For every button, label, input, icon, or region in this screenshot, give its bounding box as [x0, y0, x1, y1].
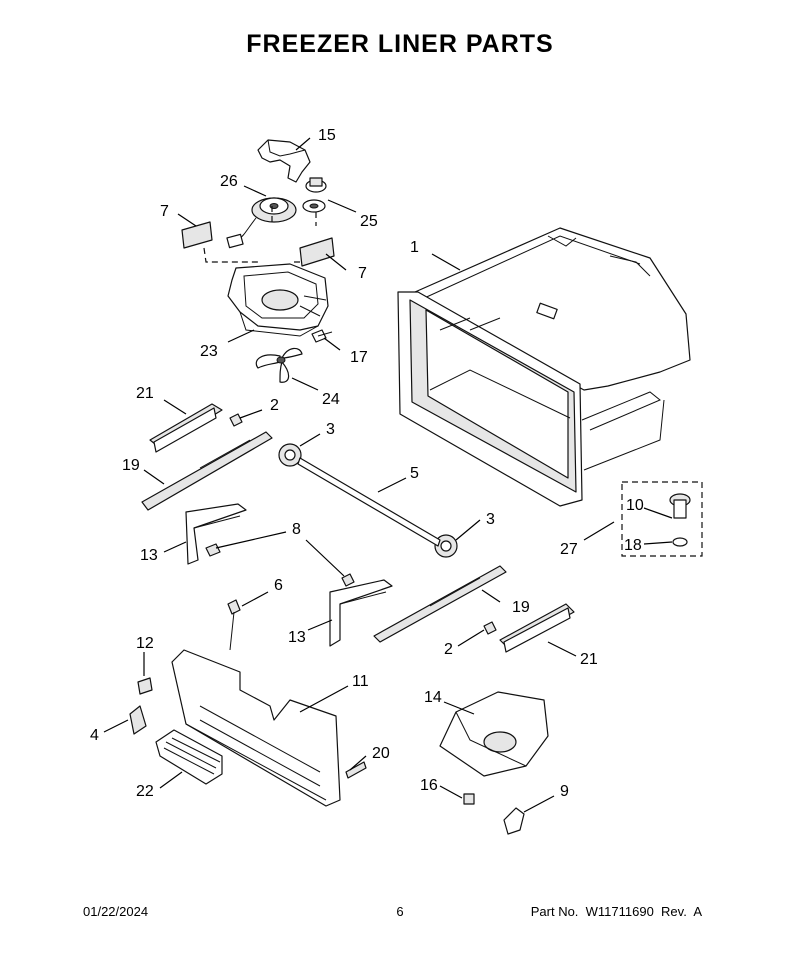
callout-6: 6: [274, 577, 283, 594]
part-22-grille[interactable]: [155, 729, 223, 785]
part-16-connector[interactable]: [463, 793, 475, 805]
part-7-foam-pad-right[interactable]: [299, 237, 335, 267]
part-19-rail-right[interactable]: [373, 565, 507, 643]
callout-21: 21: [580, 651, 598, 668]
footer-date: 01/22/2024: [83, 904, 149, 919]
part-11-back-panel[interactable]: [171, 649, 341, 807]
part-19-rail-left[interactable]: [141, 431, 273, 511]
footer-part-number: Part No. W11711690 Rev. A: [530, 904, 702, 919]
part-5-shaft[interactable]: [297, 457, 441, 547]
part-14-housing[interactable]: [439, 691, 549, 777]
callout-4: 4: [90, 727, 99, 744]
part-18-washer[interactable]: [672, 537, 688, 547]
part-25-mount[interactable]: [302, 177, 327, 213]
callout-27: 27: [560, 541, 578, 558]
callout-12: 12: [136, 635, 154, 652]
callout-19: 19: [122, 457, 140, 474]
part-17-screw[interactable]: [311, 329, 333, 343]
part-21-slide-bracket-right[interactable]: [499, 603, 575, 653]
callout-18: 18: [624, 537, 642, 554]
part-13-bracket-right[interactable]: [329, 579, 393, 647]
part-15-bracket[interactable]: [257, 139, 311, 183]
callout-26: 26: [220, 173, 238, 190]
part-3-gear-bottom[interactable]: [434, 534, 458, 558]
page-title: FREEZER LINER PARTS: [246, 30, 554, 58]
callout-3: 3: [326, 421, 335, 438]
callout-labels: 15 26 7 25 7 1 23 17 24 21 2 3 19 5 10 8…: [90, 127, 644, 800]
part-26-fan-motor[interactable]: [226, 197, 297, 249]
assembly-guide-dashes: [203, 206, 317, 263]
part-8-screw-right[interactable]: [341, 573, 355, 587]
part-13-bracket-left[interactable]: [185, 503, 247, 565]
leader-lines: [103, 137, 673, 813]
callout-17: 17: [350, 349, 368, 366]
callout-2: 2: [444, 641, 453, 658]
callout-22: 22: [136, 783, 154, 800]
footer-page-number: 6: [396, 904, 404, 919]
callout-9: 9: [560, 783, 569, 800]
callout-16: 16: [420, 777, 438, 794]
part-9-knob[interactable]: [503, 807, 525, 835]
part-20-rod[interactable]: [345, 761, 367, 779]
callout-11: 11: [352, 673, 369, 690]
callout-8: 8: [292, 521, 301, 538]
callout-19: 19: [512, 599, 530, 616]
callout-5: 5: [410, 465, 419, 482]
part-8-screw-left[interactable]: [205, 543, 221, 557]
part-6-sensor[interactable]: [227, 599, 241, 651]
callout-21: 21: [136, 385, 154, 402]
part-23-fan-housing[interactable]: [227, 263, 329, 337]
callout-25: 25: [360, 213, 378, 230]
part-12-fastener[interactable]: [137, 677, 153, 695]
part-4-clip[interactable]: [129, 705, 147, 735]
callout-2: 2: [270, 397, 279, 414]
callout-23: 23: [200, 343, 218, 360]
part-3-gear-top[interactable]: [278, 443, 302, 467]
part-21-slide-bracket-left[interactable]: [149, 403, 223, 453]
callout-7: 7: [358, 265, 367, 282]
callout-1: 1: [410, 239, 419, 256]
part-10-cap[interactable]: [669, 493, 691, 519]
callout-14: 14: [424, 689, 442, 706]
part-2-screw-top[interactable]: [229, 413, 243, 427]
callout-13: 13: [288, 629, 306, 646]
callout-24: 24: [322, 391, 340, 408]
callout-15: 15: [318, 127, 336, 144]
callout-3: 3: [486, 511, 495, 528]
part-1-freezer-liner[interactable]: [397, 227, 691, 507]
part-24-fan-blade[interactable]: [255, 347, 303, 383]
callout-7: 7: [160, 203, 169, 220]
part-2-screw-bottom[interactable]: [483, 621, 497, 635]
callout-10: 10: [626, 497, 644, 514]
callout-13: 13: [140, 547, 158, 564]
part-27-kit[interactable]: [621, 481, 703, 557]
part-7-foam-pad-left[interactable]: [181, 221, 213, 249]
callout-20: 20: [372, 745, 390, 762]
